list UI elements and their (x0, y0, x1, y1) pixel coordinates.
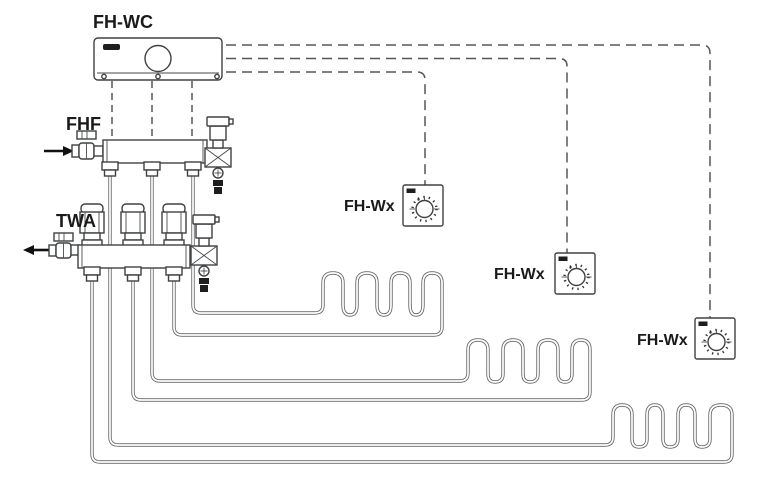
controller-label: FH-WC (93, 12, 153, 32)
flow-in-arrow-icon (44, 146, 74, 156)
twa-actuator-1 (79, 203, 105, 247)
return-manifold (23, 203, 220, 292)
thermostat-dial-icon (415, 199, 434, 219)
controller-screw-icon (214, 73, 220, 80)
thermostat-dial-icon (567, 267, 586, 287)
air-vent-icon (195, 223, 213, 239)
supply-manifold (44, 116, 234, 194)
valve-handle (53, 232, 74, 242)
danfoss-logo-icon (698, 321, 708, 326)
drain-spout-icon (213, 180, 223, 186)
return-manifold-body (77, 244, 191, 269)
supply-manifold-body (102, 139, 208, 164)
valve-handle (76, 130, 97, 140)
supply-manifold-label: FHF (66, 114, 101, 134)
wire-to-thermostat-2 (226, 57, 568, 254)
flow-out-arrow-icon (23, 245, 49, 255)
return-manifold-label: TWA (56, 211, 96, 231)
controller-screw-icon (101, 73, 107, 80)
drain-spout-icon (199, 278, 209, 284)
controller-screw-icon (155, 73, 161, 80)
thermostat-2-label: FH-Wx (494, 266, 545, 283)
thermostat-2 (554, 252, 596, 295)
return-ball-valve (48, 232, 80, 259)
thermostat-dial-icon (707, 332, 726, 352)
controller-unit (93, 37, 223, 81)
twa-actuator-2 (120, 203, 146, 247)
supply-ball-valve (71, 130, 104, 160)
supply-end-assembly (204, 116, 234, 194)
danfoss-logo-icon (103, 44, 120, 50)
controller-dial-opening (144, 44, 172, 73)
danfoss-logo-icon (406, 188, 416, 193)
danfoss-logo-icon (558, 256, 568, 261)
thermostat-3 (694, 317, 736, 360)
air-vent-icon (209, 125, 227, 141)
supply-outlet-fitting (101, 161, 202, 177)
wire-to-thermostat-3 (226, 44, 711, 319)
return-outlet-fitting (83, 266, 183, 282)
thermostat-1 (402, 184, 444, 227)
return-end-assembly (190, 214, 220, 292)
wire-to-thermostat-1 (226, 71, 426, 186)
thermostat-3-label: FH-Wx (637, 332, 688, 349)
thermostat-1-label: FH-Wx (344, 198, 395, 215)
twa-actuator-3 (161, 203, 187, 247)
